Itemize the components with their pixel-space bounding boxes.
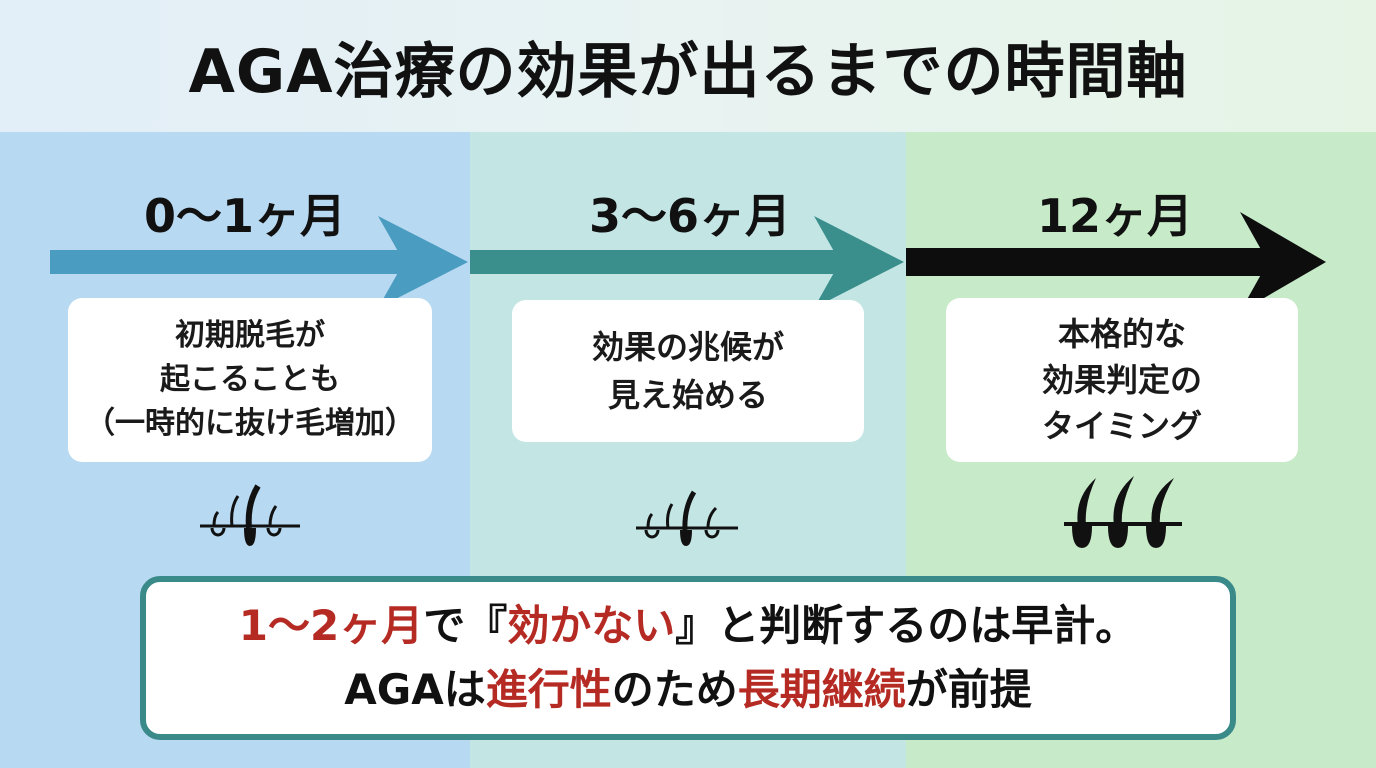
conclusion-segment: のため [611,665,738,714]
conclusion-segment: 進行性 [485,665,612,714]
stage-2-description: 効果の兆候が 見え始める [591,328,784,414]
stage-3-period: 12ヶ月 [1036,189,1193,243]
stage-1-description: 初期脱毛が 起こることも （一時的に抜け毛増加） [85,318,415,441]
conclusion-segment: が前提 [905,665,1032,714]
sparse-hair-icon [200,484,300,546]
conclusion-box: 1〜2ヶ月で『効かない』と判断するのは早計。 AGAは進行性のため長期継続が前提 [140,576,1236,740]
page-title: AGA治療の効果が出るまでの時間軸 [188,36,1188,107]
growing-hair-icon [636,490,738,546]
thick-hair-icon [1064,476,1182,548]
stage-2-card: 効果の兆候が 見え始める [512,300,864,442]
conclusion-segment: AGAは [344,665,486,714]
stage-1-card: 初期脱毛が 起こることも （一時的に抜け毛増加） [68,298,432,462]
title-band: AGA治療の効果が出るまでの時間軸 [0,0,1376,132]
stage-1-period: 0〜1ヶ月 [143,189,346,243]
stage-3-arrow [906,212,1326,312]
conclusion-segment: 長期継続 [737,665,906,714]
stage-2-period: 3〜6ヶ月 [588,189,791,243]
conclusion-segment: 効かない [507,601,676,650]
conclusion-line-1: 1〜2ヶ月で『効かない』と判断するのは早計。 [239,594,1138,658]
timeline-arrows [50,212,1326,312]
conclusion-segment: 1〜2ヶ月 [238,601,424,650]
stage-2-arrow [470,216,904,308]
stage-3-card: 本格的な 効果判定の タイミング [946,298,1298,462]
stage-3-description: 本格的な 効果判定の タイミング [1041,315,1202,445]
conclusion-segment: 』と判断するのは早計。 [675,601,1138,650]
stage-1-arrow [50,216,468,308]
conclusion-line-2: AGAは進行性のため長期継続が前提 [344,658,1032,722]
conclusion-segment: で『 [423,601,508,650]
